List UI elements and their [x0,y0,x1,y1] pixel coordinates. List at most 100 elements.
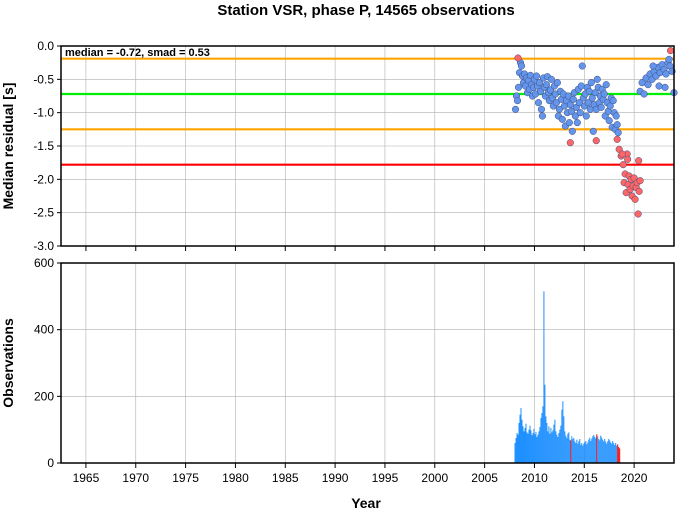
data-point [591,89,599,97]
data-point [634,210,642,218]
observation-bar [528,429,530,463]
observation-bar [613,443,615,463]
observation-bars [514,291,621,463]
x-tick-label: 2020 [621,471,648,485]
observation-bar [565,435,567,463]
observation-bar [519,414,521,463]
observation-bar [551,432,553,463]
observation-bar [553,424,555,463]
data-point [666,47,675,55]
data-point [661,83,669,91]
observation-bar [535,432,537,463]
observation-bar [540,418,542,463]
observation-bar [563,416,565,463]
observation-bar [586,444,588,463]
observation-bar [569,439,571,463]
data-point [542,81,550,89]
observation-bar [554,419,556,463]
data-point [553,79,561,87]
data-point [606,102,614,110]
data-point [587,79,595,87]
x-axis-label: Year [351,495,381,511]
data-point [547,75,555,83]
observation-bar [615,443,617,463]
data-point [614,129,622,137]
data-point [532,72,540,80]
observation-bar [557,437,559,463]
observation-bar [523,431,525,463]
observation-bar [518,423,520,463]
observation-bar [541,413,543,463]
observation-bar [614,445,616,463]
observation-bar [575,443,577,463]
observation-bar [579,439,581,463]
observation-bar [597,436,599,463]
observation-bar [590,441,592,463]
data-point [635,157,643,165]
observation-bar [592,436,594,463]
observation-bar [520,408,522,463]
y-tick-label: 400 [34,323,54,337]
data-point [605,117,613,125]
observation-bar [593,435,595,463]
data-point [589,127,597,135]
observation-bar [589,437,591,463]
data-point [552,99,560,107]
observation-bar [516,433,518,463]
observation-bar [532,433,534,463]
data-point [578,62,586,70]
y-tick-label: 600 [34,256,54,270]
x-tick-label: 1995 [372,471,399,485]
observation-bar [521,419,523,463]
observation-bar [571,436,573,463]
data-point [575,99,583,107]
data-point [597,103,605,111]
data-point [619,161,627,169]
data-point [535,79,543,87]
x-tick-label: 1965 [73,471,100,485]
observation-bar [525,423,527,463]
x-tick-label: 1990 [322,471,349,485]
data-point [567,107,575,115]
observations-grid [61,262,674,464]
observation-bar [517,434,519,463]
data-point [571,112,579,120]
observation-bar [567,433,569,463]
observation-bar [568,432,570,463]
data-point [613,121,621,129]
observation-bar [537,434,539,463]
observation-bar [514,443,516,463]
data-point [602,81,610,89]
observation-bar [529,425,531,463]
observation-bar [596,434,598,463]
observation-bar [618,447,620,463]
observation-bar [524,428,526,463]
residual-panel: 0.0-0.5-1.0-1.5-2.0-2.5-3.0 median = -0.… [0,39,678,253]
data-point [534,99,542,107]
observation-bar [527,433,529,463]
data-point [558,115,566,123]
observation-bar [608,439,610,463]
data-point [585,87,593,95]
data-point [592,137,600,145]
observation-bar [582,445,584,463]
observation-bar [583,443,585,463]
observation-bar [610,442,612,463]
data-point [565,119,573,127]
observation-bar [542,406,544,463]
observation-bar [536,437,538,463]
observation-bar [581,443,583,463]
data-point [655,82,663,90]
observation-bar [534,434,536,463]
residual-x-tick-marks [85,246,635,251]
residual-grid [61,45,674,247]
data-point [511,105,520,113]
observation-bar [531,435,533,463]
observation-bar [601,437,603,463]
observation-bar [543,291,545,463]
data-point [569,95,577,103]
observation-bar [566,438,568,463]
data-point [640,90,648,98]
data-point [564,92,572,100]
